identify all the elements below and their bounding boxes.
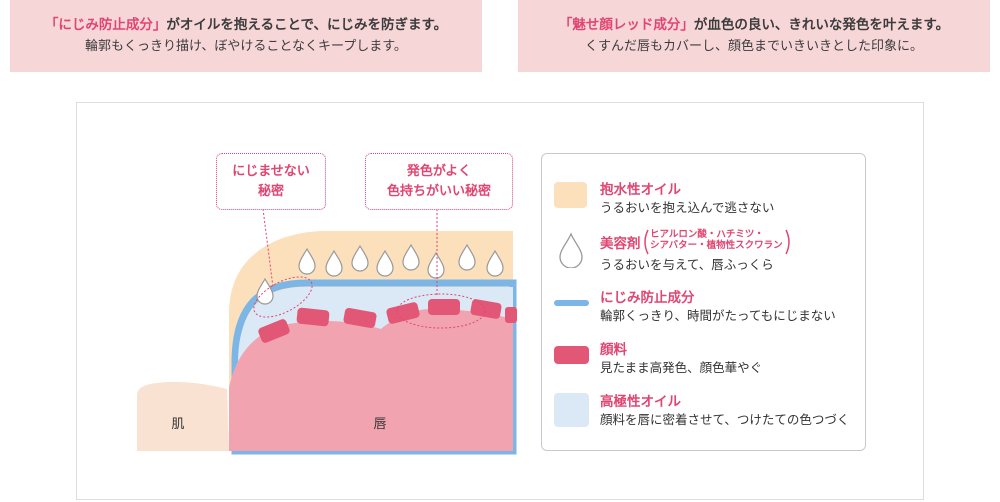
legend-note-bracket: ヒアルロン酸・ハチミツ・ シアバター・植物性スクワラン	[644, 229, 790, 255]
feature-text: がオイルを抱えることで、にじみを防ぎます。	[166, 17, 448, 33]
serum-drop	[402, 243, 420, 271]
pigment-particle	[343, 307, 377, 329]
pigment-particle	[296, 307, 330, 327]
lip-cross-section-diagram: 肌 唇	[137, 208, 517, 455]
pigment-particle	[386, 302, 420, 324]
feature-highlight: 「魅せ顔レッド成分」	[558, 17, 694, 33]
legend-title: 抱水性オイル	[600, 182, 681, 198]
pigment-particle	[505, 307, 517, 323]
pigment-particle	[470, 299, 502, 319]
legend-desc: うるおいを与えて、唇ふっくら	[600, 257, 774, 272]
callout-line-1: 発色がよく	[406, 164, 472, 179]
pigment-highlight-ellipse	[396, 293, 486, 329]
lips-shape	[229, 309, 513, 451]
pigment-particle	[428, 299, 460, 315]
legend: 抱水性オイル うるおいを抱え込んで逃さない 美容剤 ヒアルロン酸・ハチミツ・ シ…	[541, 153, 866, 451]
legend-desc: うるおいを抱え込んで逃さない	[600, 200, 775, 215]
hydrating-oil-swatch	[554, 182, 587, 208]
legend-title: 顔料	[600, 342, 627, 358]
beauty-serum-drops	[256, 243, 504, 305]
callout-anti-bleed: にじませない 秘密	[216, 153, 326, 210]
drop-icon	[558, 232, 584, 272]
feature-text: が血色の良い、きれいな発色を叶えます。	[693, 17, 950, 33]
serum-drop	[376, 249, 394, 277]
feature-line-2: 輪郭もくっきり描け、ぼやけることなくキープします。	[85, 39, 407, 54]
skin-shape	[137, 381, 229, 451]
serum-drop	[458, 243, 476, 271]
anti-bleed-swatch	[554, 300, 589, 306]
callout-leaders	[253, 208, 486, 329]
feature-highlight: 「にじみ防止成分」	[44, 17, 167, 33]
callout-line-1: にじませない	[232, 164, 310, 179]
high-polarity-oil-swatch	[554, 393, 589, 427]
serum-drop	[486, 249, 504, 277]
pigment-swatch	[554, 346, 589, 364]
legend-desc: 顔料を唇に密着させて、つけたての色つづく	[600, 412, 850, 427]
pigment-particle	[258, 319, 290, 343]
anti-bleed-highlight-ellipse	[253, 276, 313, 318]
callout-color-lasting: 発色がよく 色持ちがいい秘密	[365, 153, 513, 210]
pigment-particles	[258, 299, 517, 343]
feature-box-anti-bleed: 「にじみ防止成分」がオイルを抱えることで、にじみを防ぎます。 輪郭もくっきり描け…	[10, 0, 482, 72]
legend-desc: 輪郭くっきり、時間がたってもにじまない	[600, 308, 836, 323]
callout-line-2: 秘密	[257, 184, 284, 199]
feature-line-1: 「にじみ防止成分」がオイルを抱えることで、にじみを防ぎます。	[10, 14, 482, 36]
feature-box-red-color: 「魅せ顔レッド成分」が血色の良い、きれいな発色を叶えます。 くすんだ唇もカバーし…	[518, 0, 990, 72]
legend-desc: 見たまま高発色、顔色華やぐ	[600, 360, 763, 375]
legend-note-line-1: ヒアルロン酸・ハチミツ・	[650, 229, 764, 240]
leader-line-left	[262, 208, 274, 288]
feature-line-2: くすんだ唇もカバーし、顔色までいきいきとした印象に。	[584, 39, 923, 54]
legend-title: 美容剤	[600, 236, 641, 252]
lips-label: 唇	[373, 417, 386, 432]
legend-note-line-2: シアバター・植物性スクワラン	[650, 240, 783, 251]
skin-label: 肌	[171, 417, 184, 432]
serum-drop	[427, 251, 445, 279]
diagram-panel: 肌 唇 にじませない 秘密 発色がよく 色持ちがいい秘密 抱水性オイル うるおい…	[76, 102, 924, 500]
legend-title: 高極性オイル	[600, 394, 681, 410]
serum-drop	[325, 249, 343, 277]
feature-line-1: 「魅せ顔レッド成分」が血色の良い、きれいな発色を叶えます。	[518, 14, 990, 36]
legend-title: にじみ防止成分	[600, 290, 695, 306]
callout-line-2: 色持ちがいい秘密	[386, 184, 491, 199]
serum-drop	[351, 244, 369, 272]
serum-drop	[298, 247, 316, 275]
